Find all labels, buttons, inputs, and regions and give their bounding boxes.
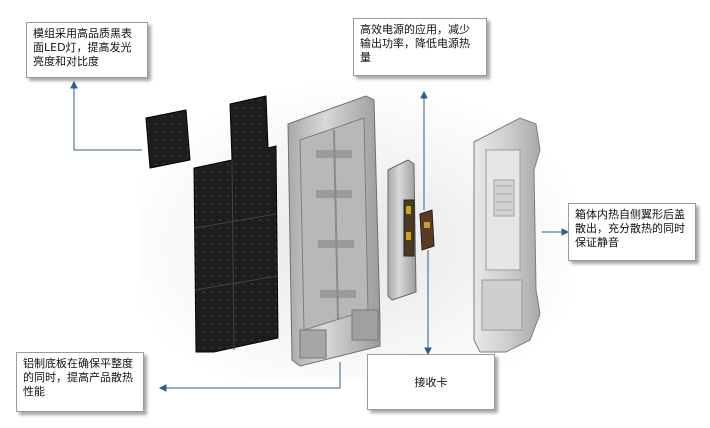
connector-receiver-arrow [424, 347, 432, 356]
cabinet-rear-cover [473, 117, 541, 353]
callout-led-module: 模组采用高品质黑表面LED灯，提高发光亮度和对比度 [26, 22, 148, 78]
callout-base-plate: 铝制底板在确保平整度的同时，提高产品散热性能 [16, 352, 144, 412]
connector-base [162, 362, 341, 389]
led-module-panel [193, 95, 279, 353]
callout-power-supply: 高效电源的应用，减少输出功率，降低电源热量 [353, 18, 487, 76]
callout-receiving-card: 接收卡 [367, 354, 495, 410]
connector-module [73, 84, 142, 151]
callout-power-supply-text: 高效电源的应用，减少输出功率，降低电源热量 [360, 23, 470, 64]
connector-module-arrow [70, 80, 78, 89]
connector-power-arrow [420, 90, 428, 99]
connector-base-arrow [158, 384, 167, 392]
receiving-card [419, 209, 435, 251]
callout-connectors [70, 80, 570, 392]
aluminium-base-plate [287, 95, 381, 367]
callout-receiving-card-text: 接收卡 [414, 376, 448, 389]
power-supply-unit [387, 159, 417, 301]
callout-cabinet-text: 箱体内热自侧翼形后盖散出，充分散热的同时保证静音 [575, 208, 685, 249]
callout-cabinet: 箱体内热自侧翼形后盖散出，充分散热的同时保证静音 [568, 203, 696, 261]
callout-base-plate-text: 铝制底板在确保平整度的同时，提高产品散热性能 [23, 357, 133, 398]
connector-cabinet-arrow [561, 228, 570, 236]
callout-led-module-text: 模组采用高品质黑表面LED灯，提高发光亮度和对比度 [33, 27, 132, 68]
small-led-module [145, 109, 191, 169]
